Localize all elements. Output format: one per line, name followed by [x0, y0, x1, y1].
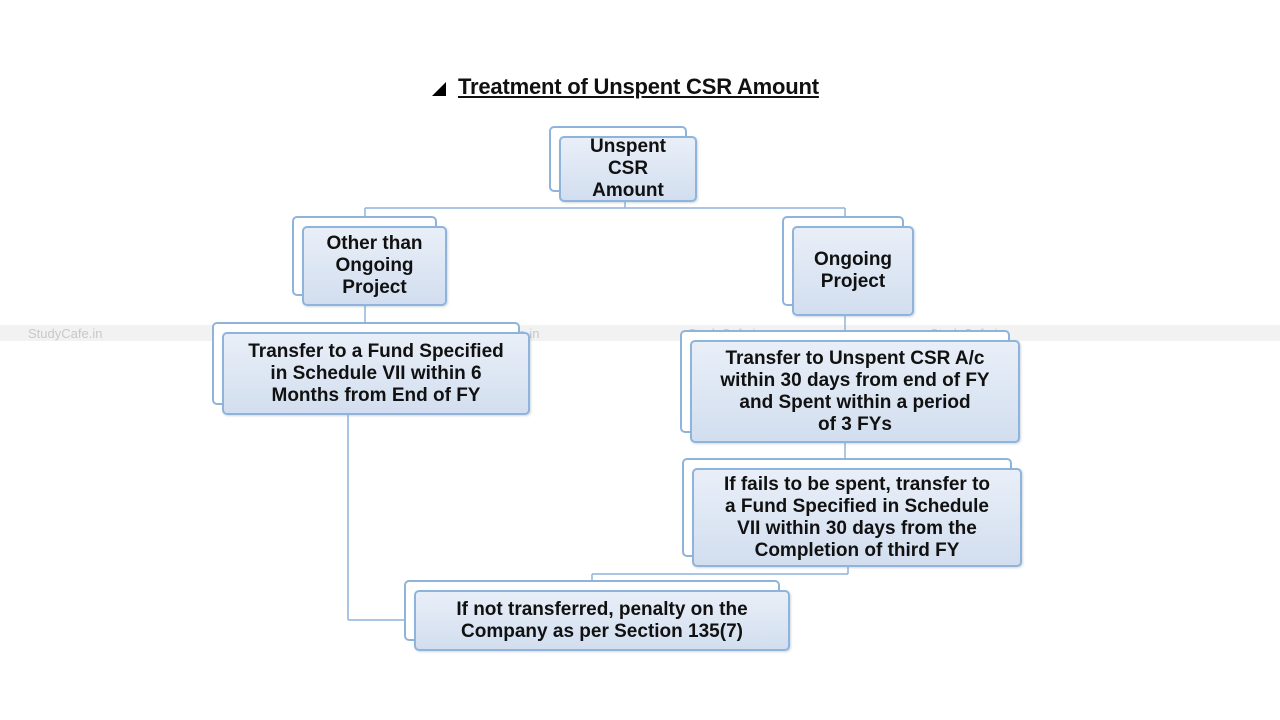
- node-label: If not transferred, penalty on the Compa…: [414, 590, 790, 651]
- node-other-than-ongoing: Other than Ongoing Project: [292, 216, 447, 306]
- node-unspent-csr-amount: Unspent CSR Amount: [549, 126, 697, 202]
- title-text: Treatment of Unspent CSR Amount: [458, 74, 819, 99]
- node-if-fails-to-be-spent: If fails to be spent, transfer to a Fund…: [682, 458, 1022, 567]
- node-label: Ongoing Project: [792, 226, 914, 316]
- node-label: Other than Ongoing Project: [302, 226, 447, 306]
- node-label: Unspent CSR Amount: [559, 136, 697, 202]
- node-penalty: If not transferred, penalty on the Compa…: [404, 580, 790, 651]
- node-label: Transfer to a Fund Specified in Schedule…: [222, 332, 530, 415]
- node-transfer-unspent-csr: Transfer to Unspent CSR A/c within 30 da…: [680, 330, 1020, 443]
- diagram-title: Treatment of Unspent CSR Amount: [432, 74, 819, 100]
- node-label: If fails to be spent, transfer to a Fund…: [692, 468, 1022, 567]
- node-transfer-to-fund: Transfer to a Fund Specified in Schedule…: [212, 322, 530, 415]
- node-ongoing-project: Ongoing Project: [782, 216, 914, 316]
- node-label: Transfer to Unspent CSR A/c within 30 da…: [690, 340, 1020, 443]
- watermark-text: StudyCafe.in: [28, 326, 103, 341]
- triangle-bullet-icon: [432, 82, 446, 96]
